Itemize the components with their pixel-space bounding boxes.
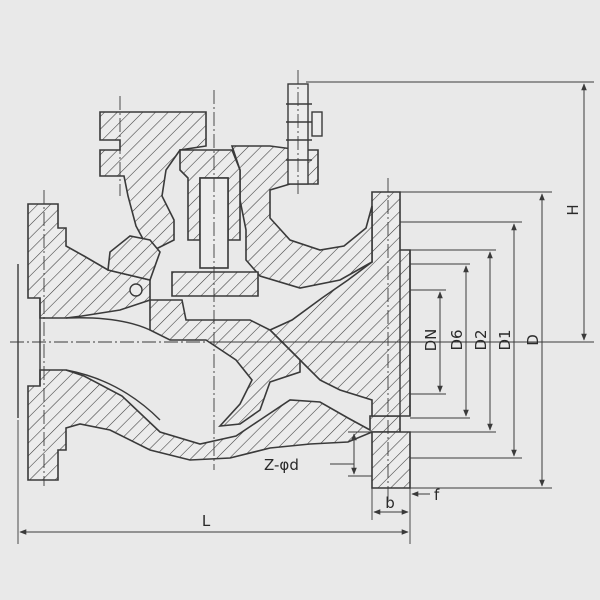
label-D1: D1: [496, 329, 514, 350]
label-DN: DN: [422, 329, 440, 352]
label-D6: D6: [448, 329, 466, 350]
yoke-right: [230, 145, 373, 289]
right-flange: [268, 191, 411, 417]
label-H: H: [564, 204, 582, 215]
dimension-lines: [19, 83, 587, 535]
disc: [171, 271, 259, 297]
label-L: L: [202, 512, 211, 530]
body-inner: [107, 235, 161, 281]
valve-body: [27, 111, 411, 489]
right-flange-bottom: [371, 431, 411, 489]
left-flange-lower: [27, 369, 401, 481]
dimension-labels: H D D1 D2 D6 DN L b f Z-φd: [202, 204, 582, 530]
label-D2: D2: [472, 329, 490, 350]
label-D: D: [524, 334, 542, 346]
label-bolt: Z-φd: [264, 456, 299, 474]
label-f: f: [434, 486, 440, 504]
seat: [149, 299, 301, 428]
label-b: b: [385, 494, 395, 512]
extension-lines: [17, 81, 594, 544]
